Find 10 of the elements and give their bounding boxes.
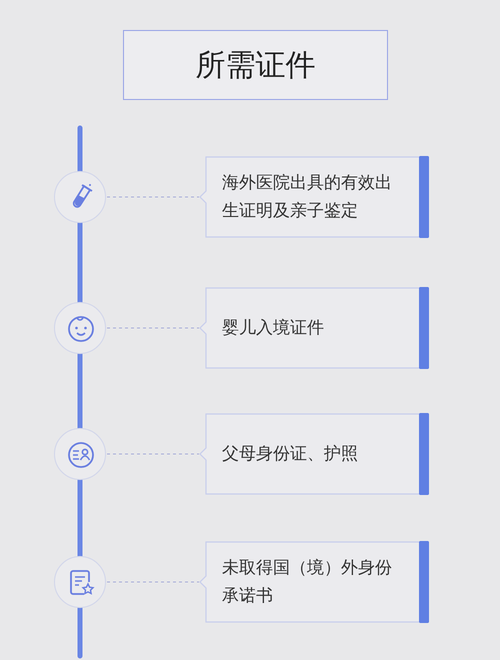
text-card: 父母身份证、护照 <box>199 413 429 495</box>
icon-circle <box>54 302 106 354</box>
title-box: 所需证件 <box>123 30 388 100</box>
text-card: 未取得国（境）外身份承诺书 <box>199 541 429 623</box>
icon-circle <box>54 556 106 608</box>
connector-line <box>106 196 200 198</box>
icon-circle <box>54 171 106 223</box>
icon-circle <box>54 428 106 480</box>
text-card: 婴儿入境证件 <box>199 287 429 369</box>
text-card: 海外医院出具的有效出生证明及亲子鉴定 <box>199 156 429 238</box>
